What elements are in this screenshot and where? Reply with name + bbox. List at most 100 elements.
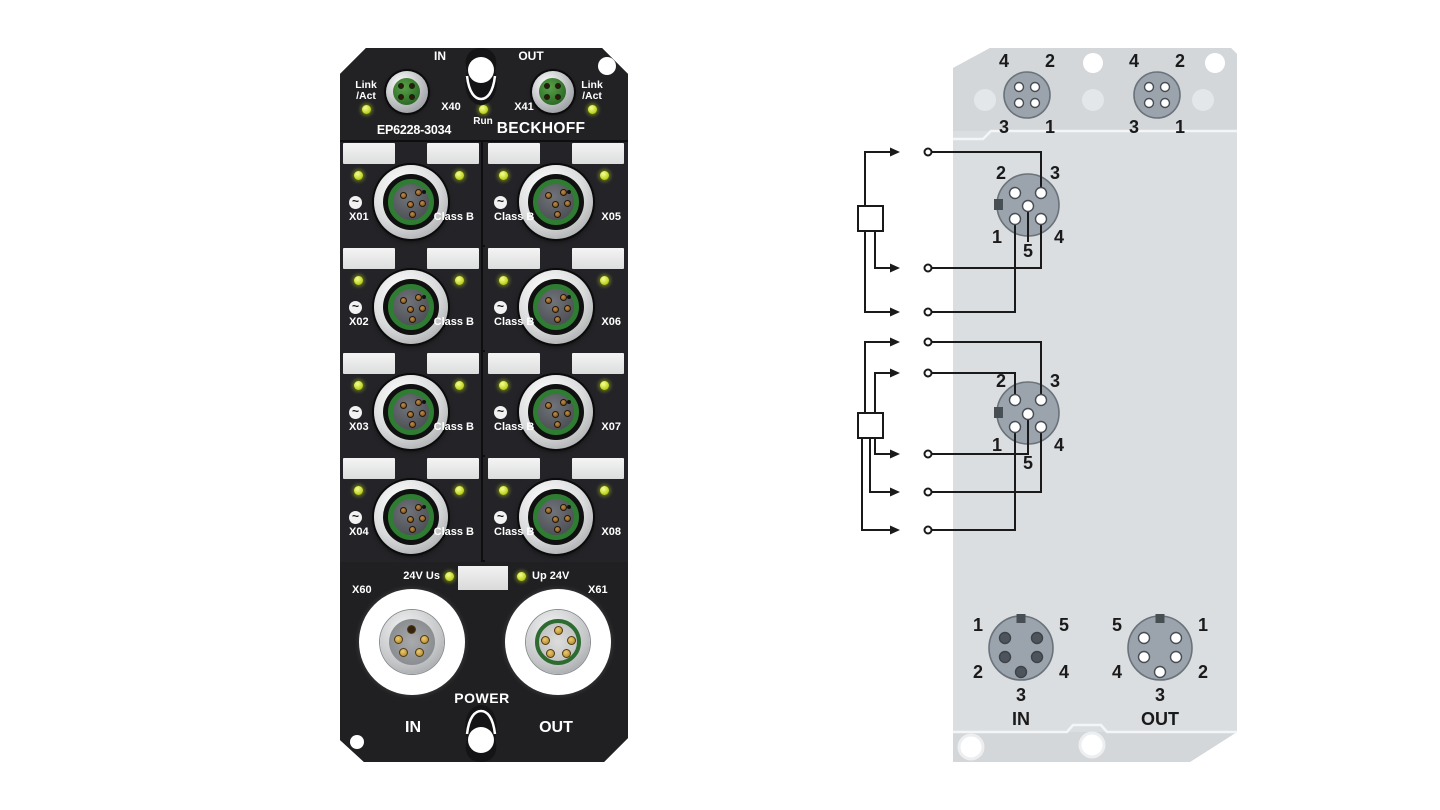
wave-icon	[494, 406, 507, 419]
diagram-m8-in: 4 2 3 1	[999, 51, 1055, 137]
label-plate	[343, 248, 395, 269]
class-b-tag: Class B	[433, 421, 474, 433]
port-row-3: X03 Class B Class B X07	[340, 352, 628, 457]
port-led	[498, 275, 509, 286]
pin-label: 3	[1050, 163, 1060, 183]
port-led	[454, 485, 465, 496]
port-led	[353, 275, 364, 286]
port-cell-x01: X01 Class B	[340, 142, 483, 247]
label-x60: X60	[352, 584, 372, 596]
port-cell-x03: X03 Class B	[340, 352, 483, 457]
wave-icon	[349, 301, 362, 314]
pin-assignment-diagram: 4 2 3 1 4 2 3 1 2 3 1 4 5	[857, 48, 1237, 762]
diagram-m12-upper: 2 3 1 4 5	[992, 163, 1064, 261]
device-module-ep6228: IN OUT Link /Act Link /Act	[340, 48, 628, 762]
port-led	[454, 380, 465, 391]
wave-icon	[494, 196, 507, 209]
class-b-tag: Class B	[494, 511, 538, 538]
label-x61: X61	[588, 584, 608, 596]
label-plate	[427, 458, 479, 479]
port-led	[498, 170, 509, 181]
port-cell-x02: X02 Class B	[340, 247, 483, 352]
us-led	[444, 571, 455, 582]
mounting-hole	[1078, 731, 1106, 759]
master-box	[857, 205, 884, 232]
pin-label: 2	[1198, 662, 1208, 682]
pin-label: 2	[996, 163, 1006, 183]
m8-connector-face	[393, 78, 420, 105]
m12-socket-x07	[519, 375, 593, 449]
pin-label: 1	[1045, 117, 1055, 137]
class-b-tag: Class B	[433, 211, 474, 223]
label-x41: X41	[514, 101, 534, 113]
device-header: IN OUT Link /Act Link /Act	[340, 48, 628, 142]
label-power-out: OUT	[539, 719, 573, 736]
pin-label: 4	[1054, 435, 1064, 455]
pin-label: 2	[973, 662, 983, 682]
connector-name: OUT	[1141, 709, 1179, 729]
m12-socket-x03	[374, 375, 448, 449]
label-plate	[427, 143, 479, 164]
mounting-hole	[1205, 53, 1225, 73]
port-id-tag: X08	[601, 526, 621, 538]
label-plate	[458, 566, 508, 590]
pin-label: 1	[1198, 615, 1208, 635]
mounting-keyhole-bottom	[465, 705, 497, 762]
diagram-m8-out: 4 2 3 1	[1129, 51, 1185, 137]
port-id-tag: X02	[349, 301, 393, 328]
label-plate	[488, 248, 540, 269]
wave-icon	[494, 301, 507, 314]
label-plate	[488, 143, 540, 164]
label-up-24v: Up 24V	[532, 570, 570, 582]
label-plate	[427, 248, 479, 269]
pin-label: 3	[999, 117, 1009, 137]
m12-socket-x06	[519, 270, 593, 344]
class-b-tag: Class B	[494, 196, 538, 223]
pin-label: 4	[1054, 227, 1064, 247]
port-led	[498, 485, 509, 496]
pin-label: 3	[1129, 117, 1139, 137]
m12-socket-x05	[519, 165, 593, 239]
port-led	[599, 380, 610, 391]
label-link-act-left: Link /Act	[355, 79, 377, 102]
label-ethernet-in: IN	[434, 49, 446, 63]
label-run: Run	[473, 116, 493, 127]
class-b-tag: Class B	[433, 316, 474, 328]
mounting-hole	[1083, 53, 1103, 73]
port-cell-x05: Class B X05	[485, 142, 628, 247]
pin-label: 2	[996, 371, 1006, 391]
m12-socket-x02	[374, 270, 448, 344]
wave-icon	[349, 511, 362, 524]
device-model: EP6228-3034	[376, 123, 452, 137]
class-b-tag: Class B	[433, 526, 474, 538]
diagram-power-in: 1 5 2 4 3 IN	[973, 615, 1069, 729]
wiring-group-upper	[857, 147, 1042, 317]
mounting-hole-bottom-left	[350, 735, 364, 749]
up-led	[516, 571, 527, 582]
pin-label: 3	[1016, 685, 1026, 705]
label-plate	[572, 353, 624, 374]
label-plate	[427, 353, 479, 374]
port-row-2: X02 Class B Class B X06	[340, 247, 628, 352]
power-connector-x61	[505, 589, 611, 695]
port-cell-x04: X04 Class B	[340, 457, 483, 562]
port-led	[498, 380, 509, 391]
port-id-tag: X03	[349, 406, 393, 433]
port-led	[353, 170, 364, 181]
port-id-tag: X07	[601, 421, 621, 433]
label-plate	[343, 143, 395, 164]
label-24v-us: 24V Us	[403, 570, 440, 582]
pin-label: 1	[992, 227, 1002, 247]
connector-name: IN	[1012, 709, 1030, 729]
pin-label: 4	[1112, 662, 1122, 682]
wiring-group-lower	[857, 337, 1042, 535]
pin-label: 5	[1059, 615, 1069, 635]
mounting-keyhole-top	[465, 48, 497, 105]
diagram-power-out: 5 1 4 2 3 OUT	[1112, 615, 1208, 729]
brand-logo: BECKHOFF	[496, 120, 586, 137]
wave-icon	[494, 511, 507, 524]
m8-connector-x41	[532, 71, 574, 113]
power-section: 24V Us Up 24V X60 X61 POWER IN OUT	[340, 562, 628, 762]
class-b-tag: Class B	[494, 301, 538, 328]
